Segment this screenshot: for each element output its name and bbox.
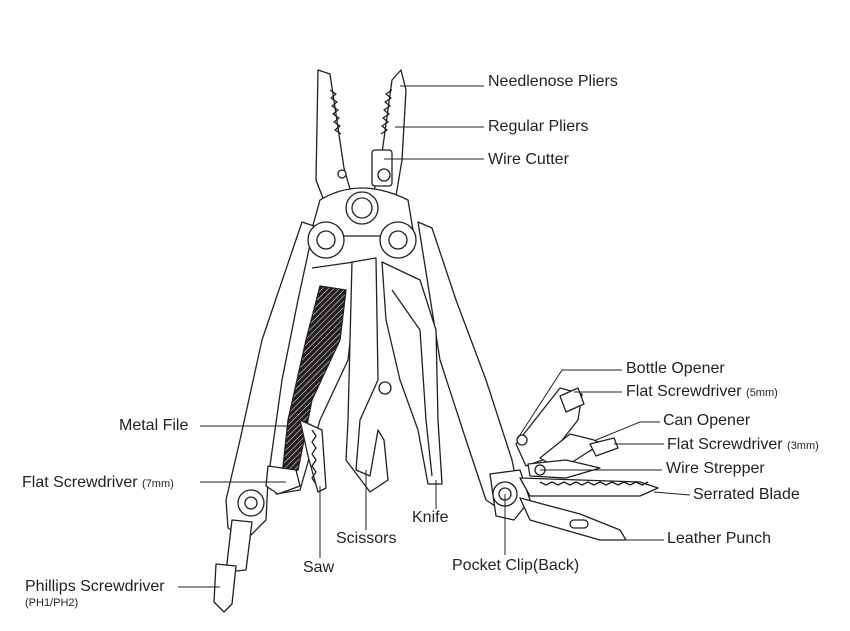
label-flat-screwdriver-5mm-text: Flat Screwdriver (626, 383, 742, 400)
phillips-bit-holder (225, 519, 253, 573)
main-pivot-inner (351, 197, 373, 219)
label-flat-screwdriver-5mm-size: (5mm) (746, 387, 778, 399)
leather-punch-slot (569, 519, 589, 529)
label-flat-screwdriver-3mm: Flat Screwdriver (3mm) (667, 436, 819, 455)
serrated-edge (539, 481, 649, 486)
label-needlenose-pliers: Needlenose Pliers (488, 73, 618, 90)
bottle-opener-hole (516, 434, 528, 446)
plier-small-hole (337, 169, 347, 179)
flat-screwdriver-7mm-tool (265, 465, 301, 495)
leader-serrated-blade (653, 491, 691, 496)
leather-punch (519, 497, 627, 541)
label-knife: Knife (412, 509, 449, 526)
knife-edge (391, 289, 433, 477)
label-phillips-screwdriver-size: (PH1/PH2) (25, 597, 79, 609)
label-metal-file: Metal File (119, 417, 189, 434)
saw-teeth (311, 429, 317, 485)
flat-screwdriver-3mm-tool (589, 437, 619, 457)
scissors-pivot (378, 381, 392, 395)
wire-cutter-screw (377, 168, 391, 182)
label-pocket-clip: Pocket Clip(Back) (452, 557, 580, 574)
scissors-body (345, 257, 389, 493)
label-wire-cutter: Wire Cutter (488, 151, 569, 168)
handle-pivot-right-inner (388, 230, 408, 250)
label-wire-stripper: Wire Strepper (666, 460, 765, 477)
wire-stripper-tool (527, 459, 601, 479)
label-flat-screwdriver-7mm: Flat Screwdriver (7mm) (22, 474, 174, 493)
label-can-opener: Can Opener (663, 412, 751, 429)
leader-can-opener (595, 421, 660, 441)
metal-file (281, 285, 347, 477)
label-flat-screwdriver-3mm-text: Flat Screwdriver (667, 436, 783, 453)
serrated-blade (519, 477, 659, 497)
handle-pivot-left-inner (316, 230, 336, 250)
handle-left (225, 221, 315, 541)
label-regular-pliers: Regular Pliers (488, 118, 589, 135)
plier-jaw-left (315, 69, 353, 207)
left-handle-screw-inner (244, 496, 258, 510)
label-leather-punch: Leather Punch (667, 530, 772, 547)
label-phillips-screwdriver: Phillips Screwdriver (25, 578, 165, 595)
label-flat-screwdriver-5mm: Flat Screwdriver (5mm) (626, 383, 778, 402)
label-bottle-opener: Bottle Opener (626, 360, 725, 377)
flat-screwdriver-5mm-tool (559, 387, 585, 413)
label-flat-screwdriver-7mm-text: Flat Screwdriver (22, 474, 138, 491)
label-saw: Saw (303, 559, 335, 576)
label-flat-screwdriver-7mm-size: (7mm) (142, 478, 174, 490)
leader-bottle-opener (517, 369, 622, 439)
plier-teeth-right (380, 89, 393, 135)
plier-teeth-left (329, 89, 342, 135)
label-flat-screwdriver-3mm-size: (3mm) (787, 440, 819, 452)
phillips-bit (213, 563, 237, 613)
label-scissors: Scissors (336, 530, 397, 547)
label-serrated-blade: Serrated Blade (693, 486, 800, 503)
